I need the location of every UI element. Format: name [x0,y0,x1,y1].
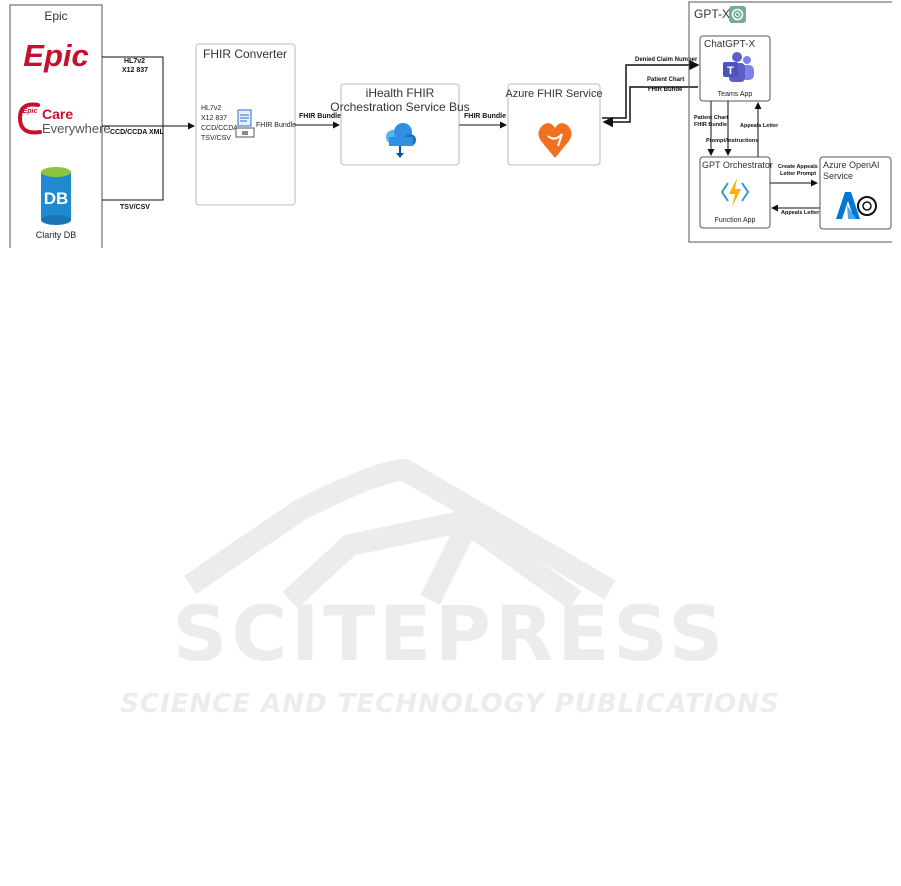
teams-app-label: Teams App [718,91,753,98]
care-everywhere-logo: Epic Care Everywhere [17,102,111,136]
edge-label-patient-chart-1: Patient Chart [647,77,684,83]
function-app-label: Function App [715,217,756,224]
edge-label-hl7: HL7v2 [124,58,145,65]
azure-openai-title-line2: Service [823,171,853,181]
edge-label-patient-chart-3: Patient Chart [694,115,728,121]
edge-label-prompt-instructions: Prompt/Instructions [706,138,758,144]
converter-input-1: X12 837 [201,115,227,122]
document-icon [235,109,255,138]
converter-output-label: FHIR Bundle [256,122,296,129]
openai-logo-icon [729,6,746,23]
orchestrator-openai-edges[interactable] [770,179,820,212]
care-everywhere-swoosh-icon [17,102,42,135]
converter-input-3: TSV/CSV [201,135,231,142]
converter-input-2: CCD/CCDA [201,125,238,132]
edge-label-fhir-bundle-2: FHIR Bundle [464,113,506,120]
edge-label-fhir-bundle-1: FHIR Bundle [299,113,341,120]
gpt-x-title: GPT-X [694,7,730,21]
edge-label-ccd-xml: CCD/CCDA XML [110,129,165,136]
care-everywhere-badge: Epic [23,108,38,115]
gpt-orchestrator-title: GPT Orchestrator [702,160,773,170]
db-badge: DB [44,189,69,208]
care-everywhere-line2: Everywhere [42,121,111,136]
edge-label-patient-chart-4: FHIR Bundle [694,122,727,128]
azure-fhir-heart-icon [538,123,572,158]
service-bus-title-line2: Orchestration Service Bus [330,100,469,114]
fhir-to-chatgpt-edges[interactable] [602,59,700,128]
epic-logo: Epic [23,38,88,73]
edge-label-tsv: TSV/CSV [120,204,150,211]
azure-openai-title-line1: Azure OpenAI [823,160,880,170]
chatgpt-orchestrator-edges[interactable] [707,101,762,157]
service-bus-cloud-icon [386,123,416,158]
epic-group-label: Epic [44,9,67,23]
chatgpt-x-box[interactable]: ChatGPT-X T Teams App [699,35,771,102]
service-bus-title-line1: iHealth FHIR [366,86,435,100]
azure-openai-icon [836,192,877,219]
edge-label-appeals-letter-back: Appeals Letter [781,210,820,216]
chatgpt-x-title: ChatGPT-X [704,39,755,50]
gpt-orchestrator-box[interactable]: GPT Orchestrator Function App [699,156,773,229]
svg-text:T: T [727,65,734,77]
edge-label-appeals-letter-up: Appeals Letter [740,123,779,129]
epic-group[interactable]: Epic Epic Epic Care Everywhere DB Clarit… [9,4,111,248]
clarity-db-label: Clarity DB [36,230,77,240]
edge-label-patient-chart-2: FHIR Bunde [648,87,683,93]
converter-input-0: HL7v2 [201,105,221,112]
azure-openai-box[interactable]: Azure OpenAI Service [819,156,892,230]
azure-fhir-title: Azure FHIR Service [505,88,602,100]
service-bus-box[interactable]: iHealth FHIR Orchestration Service Bus [330,83,470,166]
gpt-x-group[interactable]: GPT-X ChatGPT-X T Teams App [688,1,892,243]
fhir-converter-box[interactable]: FHIR Converter HL7v2 X12 837 CCD/CCDA TS… [195,43,296,206]
fhir-converter-title: FHIR Converter [203,47,287,61]
edge-label-x12: X12 837 [122,67,148,74]
edge-label-create-appeals-2: Letter Prompt [780,171,816,177]
teams-icon: T [723,52,754,82]
azure-fhir-box[interactable]: Azure FHIR Service [505,83,603,166]
edge-label-create-appeals-1: Create Appeals [778,164,818,170]
function-app-icon [720,178,750,207]
edge-label-denied-claim: Denied Claim Number [635,57,698,63]
epic-to-converter-edges[interactable] [102,56,195,201]
care-everywhere-line1: Care [42,106,73,122]
database-icon: DB [41,167,71,225]
